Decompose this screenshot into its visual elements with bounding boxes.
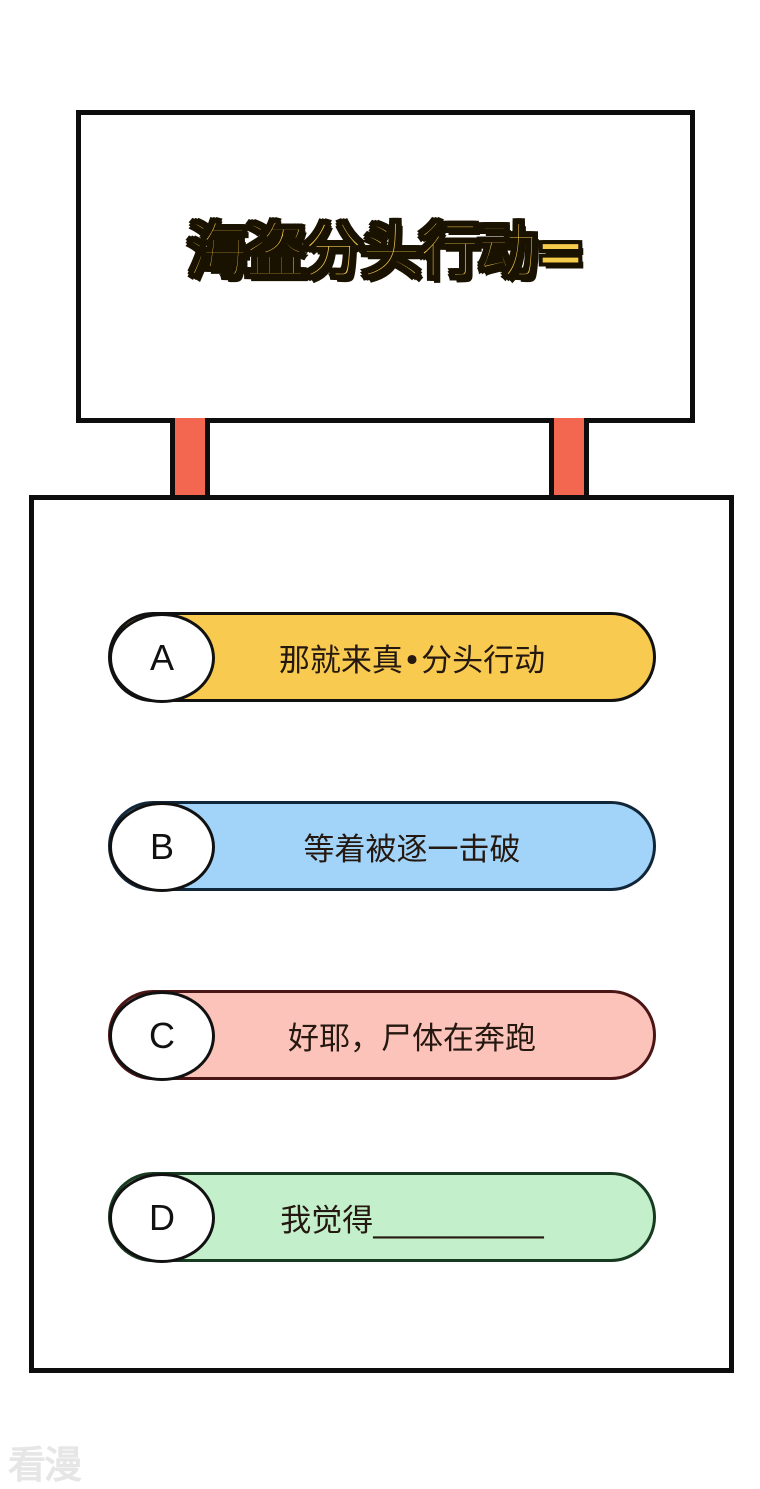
sign-post-right (549, 418, 589, 500)
watermark-logo: 看漫 (8, 1443, 82, 1487)
sign-title: 海盗分头行动= (186, 216, 586, 288)
option-text: 好耶，尸体在奔跑 (288, 1020, 536, 1057)
option-text: 等着被逐一击破 (303, 831, 521, 868)
option-letter: A (109, 613, 215, 703)
option-text: 我觉得___________ (280, 1202, 544, 1239)
option-c-button[interactable]: C 好耶，尸体在奔跑 (108, 990, 656, 1081)
option-letter: D (109, 1173, 215, 1263)
option-d-button[interactable]: D 我觉得___________ (108, 1172, 656, 1263)
option-b-button[interactable]: B 等着被逐一击破 (108, 801, 656, 892)
option-a-button[interactable]: A 那就来真•分头行动 (108, 612, 656, 703)
sign-post-left (170, 418, 210, 500)
option-letter: B (109, 802, 215, 892)
option-text: 那就来真•分头行动 (278, 642, 546, 679)
option-letter: C (109, 991, 215, 1081)
title-sign: 海盗分头行动= (76, 110, 695, 423)
